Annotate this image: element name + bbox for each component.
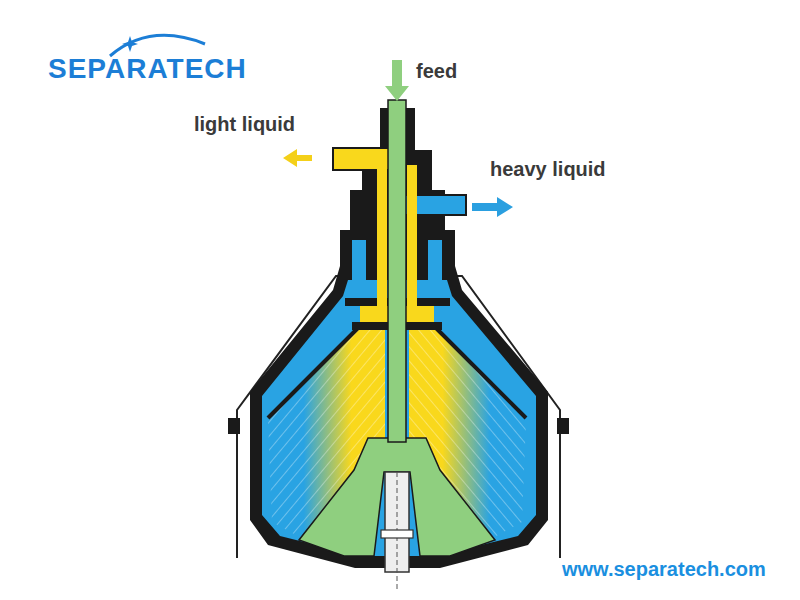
logo-star: [122, 36, 138, 52]
light-liquid-channel: [407, 165, 417, 310]
flow-label: feed: [416, 60, 457, 83]
website-url: www.separatech.com: [562, 558, 766, 581]
cover-lug: [557, 418, 569, 434]
feed-arrow: [385, 60, 409, 101]
heavy-liquid-channel: [428, 240, 442, 280]
heavy-liquid-channel: [352, 240, 366, 280]
cover-lug: [228, 418, 240, 434]
feed-pipe: [388, 100, 406, 442]
top-disc: [436, 328, 526, 418]
brand-logo: SEPARATECH: [48, 53, 247, 85]
light-liquid-channel: [377, 165, 387, 310]
flow-label: heavy liquid: [490, 158, 606, 181]
heavy-liquid-arrow: [472, 197, 513, 217]
light-liquid-arrow: [283, 149, 312, 167]
logo-swoosh: [110, 35, 205, 56]
logo-arc: [110, 35, 205, 56]
spindle-collar: [381, 530, 413, 538]
flow-label: light liquid: [194, 113, 295, 136]
top-disc: [268, 328, 358, 418]
